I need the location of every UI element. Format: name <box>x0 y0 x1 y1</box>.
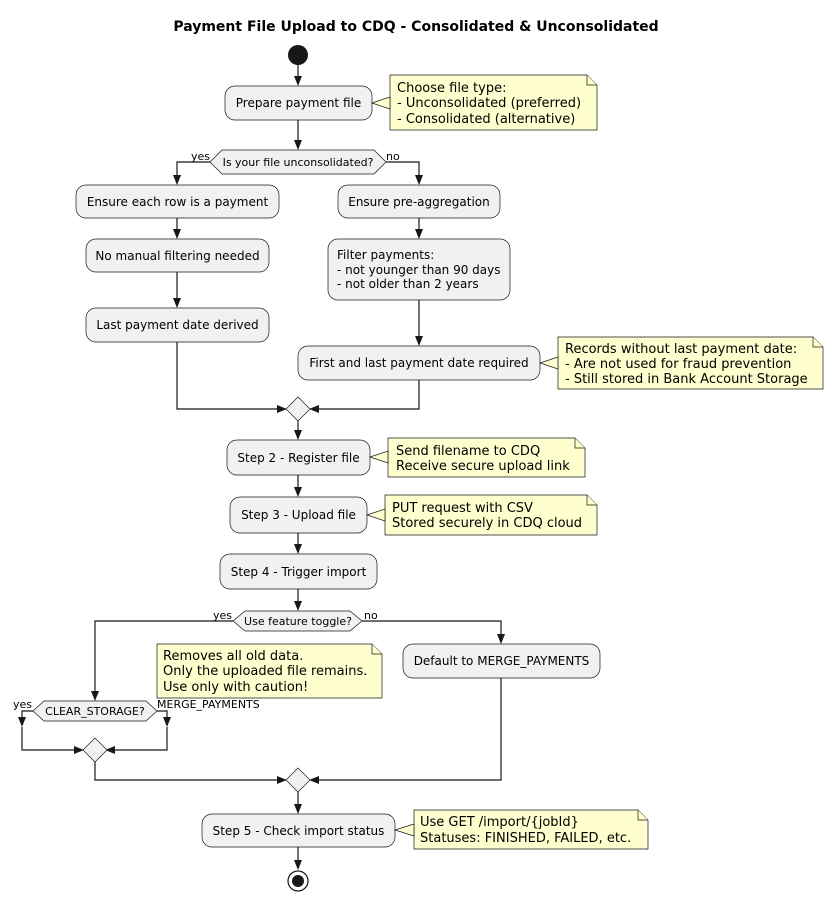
svg-text:Last payment date derived: Last payment date derived <box>96 318 258 332</box>
svg-text:- Still stored in Bank Account: - Still stored in Bank Account Storage <box>565 372 808 387</box>
note-status: Use GET /import/{jobId} Statuses: FINISH… <box>393 809 649 850</box>
svg-text:Ensure pre-aggregation: Ensure pre-aggregation <box>348 195 490 209</box>
note-upload: PUT request with CSV Stored securely in … <box>365 494 598 536</box>
activity-last-payment-date-derived: Last payment date derived <box>85 307 270 343</box>
svg-text:Records without last payment d: Records without last payment date: <box>565 342 797 357</box>
svg-text:Only the uploaded file remains: Only the uploaded file remains. <box>163 664 367 679</box>
svg-text:- Unconsolidated (preferred): - Unconsolidated (preferred) <box>397 96 581 111</box>
edge-label-no: no <box>386 150 400 163</box>
svg-text:PUT request with CSV: PUT request with CSV <box>392 501 533 516</box>
svg-text:- Consolidated (alternative): - Consolidated (alternative) <box>397 112 575 127</box>
activity-ensure-each-row: Ensure each row is a payment <box>75 184 280 219</box>
activity-register-file: Step 2 - Register file <box>226 439 371 476</box>
svg-text:No manual filtering needed: No manual filtering needed <box>95 249 259 263</box>
decision-clear-storage: CLEAR_STORAGE? <box>32 700 158 722</box>
activity-ensure-pre-aggregation: Ensure pre-aggregation <box>337 184 501 219</box>
activity-check-import-status: Step 5 - Check import status <box>201 813 396 848</box>
svg-text:Use feature toggle?: Use feature toggle? <box>244 615 352 628</box>
note-file-type: Choose file type: - Unconsolidated (pref… <box>370 74 598 131</box>
end-node <box>287 870 309 892</box>
diagram-title: Payment File Upload to CDQ - Consolidate… <box>173 19 658 35</box>
svg-text:Use GET /import/{jobId}: Use GET /import/{jobId} <box>420 815 579 830</box>
svg-text:Statuses: FINISHED, FAILED, et: Statuses: FINISHED, FAILED, etc. <box>420 831 631 846</box>
merge-node <box>285 767 311 793</box>
start-node <box>288 45 308 65</box>
edge-label-yes: yes <box>13 698 32 711</box>
svg-text:Send filename to CDQ: Send filename to CDQ <box>396 444 540 459</box>
svg-text:Removes all old data.: Removes all old data. <box>163 649 303 664</box>
activity-filter-payments: Filter payments: - not younger than 90 d… <box>327 238 511 301</box>
svg-text:Ensure each row is a payment: Ensure each row is a payment <box>87 195 269 209</box>
svg-text:- Are not used for fraud preve: - Are not used for fraud prevention <box>565 357 791 372</box>
merge-node <box>82 737 108 763</box>
edge-label-yes: yes <box>191 150 210 163</box>
edge-label-merge-payments: MERGE_PAYMENTS <box>157 698 260 711</box>
svg-text:Step 5 - Check import status: Step 5 - Check import status <box>213 824 385 838</box>
svg-text:CLEAR_STORAGE?: CLEAR_STORAGE? <box>45 705 145 718</box>
svg-text:Use only with caution!: Use only with caution! <box>163 680 308 695</box>
svg-text:First and last payment date re: First and last payment date required <box>309 356 528 370</box>
svg-text:- not younger than 90 days: - not younger than 90 days <box>337 263 501 277</box>
svg-text:Step 3 - Upload file: Step 3 - Upload file <box>241 508 356 522</box>
svg-text:Filter payments:: Filter payments: <box>337 248 434 262</box>
activity-default-merge-payments: Default to MERGE_PAYMENTS <box>402 643 601 679</box>
edges <box>18 65 505 870</box>
svg-text:Stored securely in CDQ cloud: Stored securely in CDQ cloud <box>392 516 582 531</box>
edge-label-yes: yes <box>213 609 232 622</box>
decision-unconsolidated: Is your file unconsolidated? <box>209 149 387 175</box>
svg-text:Receive secure upload link: Receive secure upload link <box>396 459 570 474</box>
note-clear-storage: Removes all old data. Only the uploaded … <box>156 643 383 699</box>
activity-upload-file: Step 3 - Upload file <box>229 496 368 534</box>
note-register: Send filename to CDQ Receive secure uplo… <box>368 437 586 478</box>
activity-trigger-import: Step 4 - Trigger import <box>219 553 378 590</box>
edge-label-no: no <box>364 609 378 622</box>
activity-prepare-payment-file: Prepare payment file <box>224 85 373 121</box>
svg-text:Is your file unconsolidated?: Is your file unconsolidated? <box>223 156 374 169</box>
note-records: Records without last payment date: - Are… <box>538 336 824 390</box>
svg-text:Prepare payment file: Prepare payment file <box>236 96 361 110</box>
svg-text:Step 4 - Trigger import: Step 4 - Trigger import <box>231 565 367 579</box>
merge-node <box>285 396 311 422</box>
svg-text:Choose file type:: Choose file type: <box>397 81 506 96</box>
svg-text:Default to MERGE_PAYMENTS: Default to MERGE_PAYMENTS <box>414 654 590 668</box>
decision-feature-toggle: Use feature toggle? <box>232 610 363 632</box>
svg-text:- not older than 2 years: - not older than 2 years <box>337 277 479 291</box>
svg-text:Step 2 - Register file: Step 2 - Register file <box>237 451 359 465</box>
activity-no-manual-filtering: No manual filtering needed <box>85 238 270 273</box>
activity-first-and-last-payment-date: First and last payment date required <box>297 345 541 381</box>
